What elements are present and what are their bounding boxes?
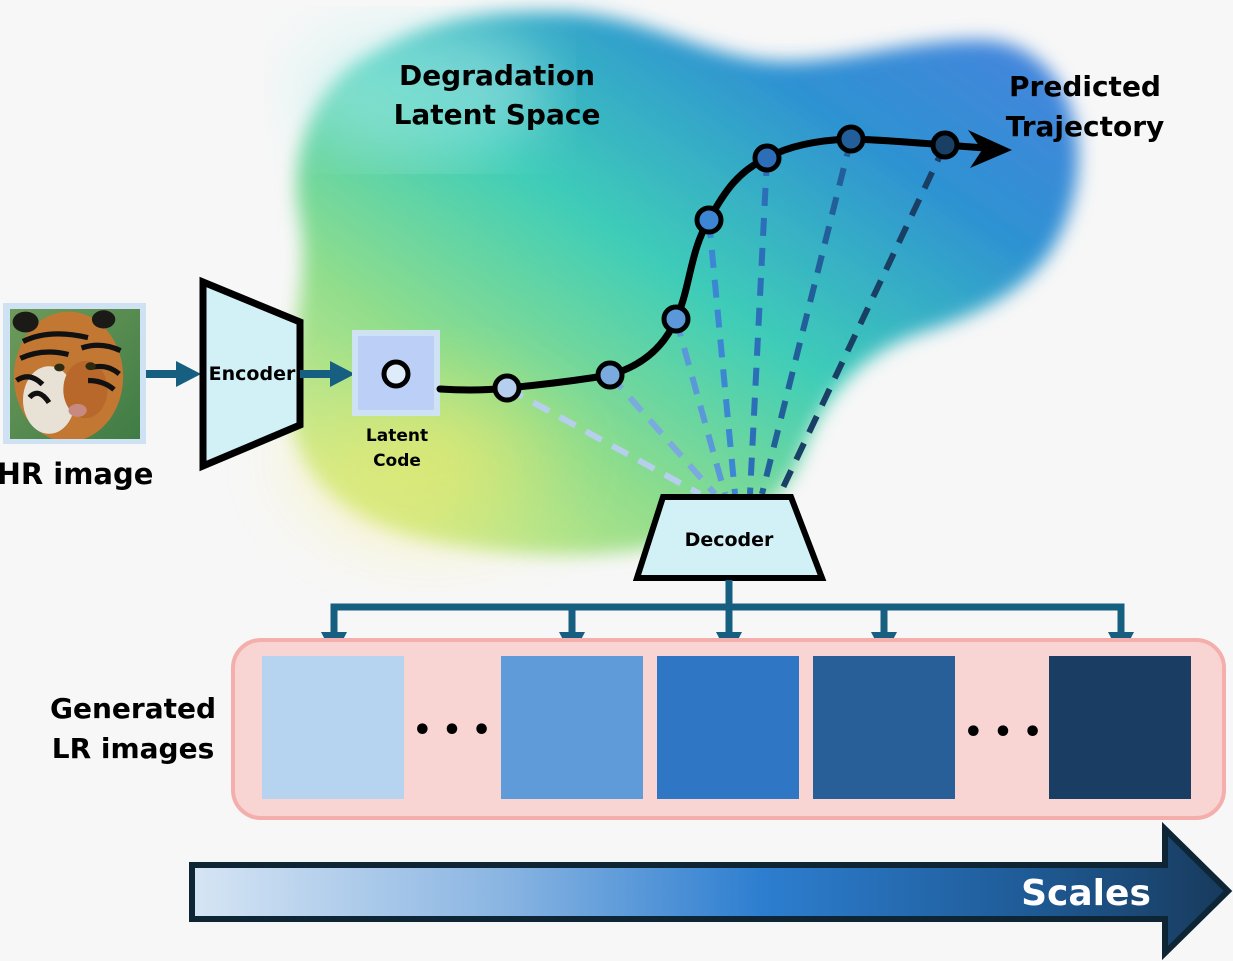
trajectory-arrowhead (968, 130, 1012, 168)
ellipsis-2: • • • (964, 715, 1042, 750)
generated-label-2: LR images (52, 732, 215, 765)
scales-label: Scales (1021, 873, 1151, 914)
latent-space-title-2: Latent Space (394, 98, 601, 131)
hr-image-label: HR image (0, 457, 153, 491)
yellow-glow (260, 350, 600, 570)
trajectory-point-2 (595, 360, 625, 390)
latent-space-title-1: Degradation (399, 59, 595, 92)
trajectory-point-7 (930, 130, 960, 160)
trajectory-point-3 (661, 304, 691, 334)
trajectory-point-1 (492, 373, 522, 403)
encoder-to-latent-arrow (300, 361, 355, 387)
latent-code-label-1: Latent (366, 426, 428, 446)
trajectory-point-4 (694, 205, 724, 235)
ellipsis-1: • • • (413, 713, 491, 748)
generated-label-1: Generated (50, 692, 216, 725)
latent-code-label-2: Code (373, 451, 421, 471)
projection-line-1 (505, 385, 702, 497)
trajectory-title-2: Trajectory (1006, 110, 1165, 143)
projection-line-4 (706, 219, 738, 495)
lr-image-1 (262, 656, 404, 799)
decoder-distribution-arrows (330, 580, 1125, 640)
trajectory-point-6 (836, 124, 866, 154)
scales-arrow (189, 821, 1233, 961)
projection-line-2 (607, 373, 718, 496)
decoder-projection-lines (505, 138, 948, 497)
hr-image (3, 303, 146, 444)
lr-image-2 (501, 656, 643, 799)
projection-line-6 (759, 138, 854, 495)
decoder-label: Decoder (685, 529, 774, 551)
projection-line-3 (673, 318, 728, 495)
lr-images (262, 656, 1191, 799)
encoder-label: Encoder (209, 363, 296, 385)
hr-to-encoder-arrow (146, 361, 201, 387)
lr-image-4 (813, 656, 955, 799)
lr-image-5 (1049, 656, 1191, 799)
trajectory-points (492, 124, 960, 403)
lr-image-3 (657, 656, 799, 799)
trajectory-title-1: Predicted (1009, 70, 1161, 103)
latent-code-point (381, 359, 411, 389)
trajectory-point-5 (752, 143, 782, 173)
projection-line-5 (747, 157, 770, 495)
latent-code-box (352, 330, 440, 416)
encoder-block (199, 276, 304, 472)
decoder-block (632, 494, 827, 581)
projection-line-7 (777, 143, 948, 496)
cyan-glow (290, 20, 550, 160)
